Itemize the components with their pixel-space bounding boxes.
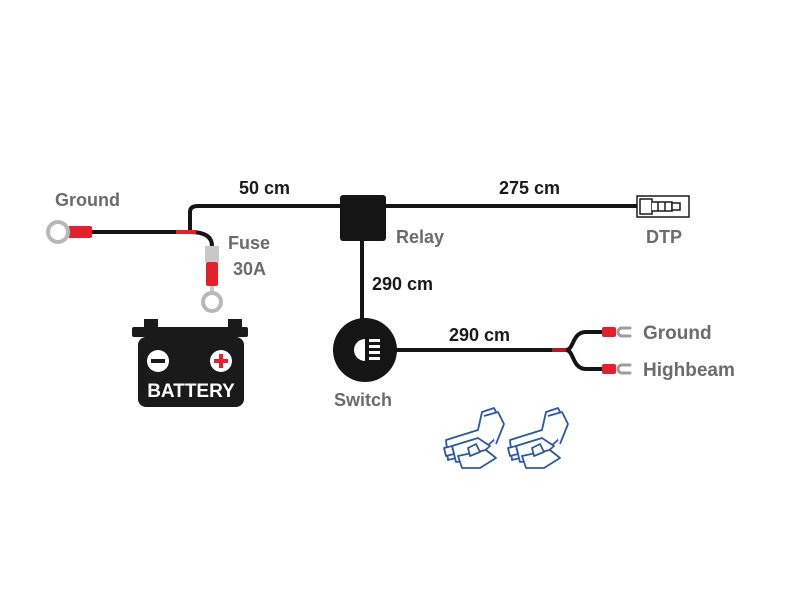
dtp-connector-icon	[636, 195, 690, 218]
wire-main	[188, 204, 642, 234]
ground-right-sleeve	[602, 327, 616, 337]
label-battery: BATTERY	[147, 381, 235, 402]
fuse-icon	[201, 246, 223, 313]
fork-terminal-highbeam	[616, 363, 632, 375]
label-ground-left: Ground	[55, 190, 120, 210]
label-fuse-rating: 30A	[233, 259, 266, 279]
ground-sleeve	[68, 226, 92, 238]
splice-connector-icon	[443, 407, 569, 469]
ring-terminal-icon	[46, 220, 70, 244]
label-ground-right: Ground	[643, 323, 712, 344]
label-relay: Relay	[396, 227, 444, 247]
splice-connector-2	[507, 407, 569, 469]
label-length-50: 50 cm	[239, 178, 290, 198]
label-length-290-switch: 290 cm	[449, 325, 510, 345]
label-length-290-relay: 290 cm	[372, 274, 433, 294]
highbeam-sleeve	[602, 364, 616, 374]
label-dtp: DTP	[646, 227, 682, 247]
label-switch: Switch	[334, 390, 392, 410]
fork-terminal-ground	[616, 326, 632, 338]
wire-to-fuse	[188, 230, 214, 248]
label-highbeam: Highbeam	[643, 360, 735, 381]
fork-terminal-icon	[616, 326, 632, 375]
wires	[88, 204, 642, 371]
wire-split-upper	[564, 330, 608, 352]
relay-box-icon	[340, 195, 386, 241]
splice-connector-1	[443, 407, 505, 469]
switch-icon	[333, 318, 397, 382]
label-fuse: Fuse	[228, 233, 270, 253]
battery-icon	[132, 319, 248, 407]
label-length-275: 275 cm	[499, 178, 560, 198]
wire-split-lower	[564, 348, 608, 371]
